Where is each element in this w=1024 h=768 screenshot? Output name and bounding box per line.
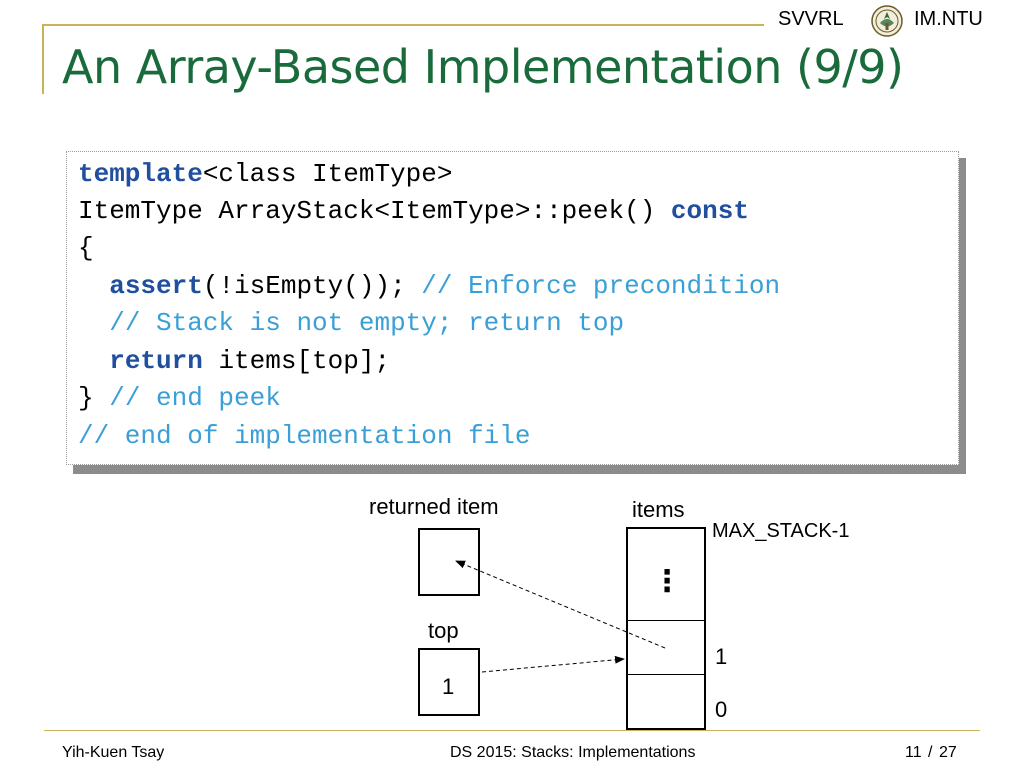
page-title: An Array-Based Implementation (9/9) [62,40,904,94]
code-text: <class ItemType> [202,159,453,189]
max-stack-label: MAX_STACK-1 [712,520,850,542]
code-line-8: // end of implementation file [78,418,530,455]
array-cell-divider-1 [626,620,706,621]
code-comment: // Stack is not empty; return top [109,308,625,338]
code-line-2: ItemType ArrayStack<ItemType>::peek() co… [78,193,749,230]
ellipsis: ⋮ [652,564,682,599]
header-rule-left [42,24,44,94]
code-line-4: assert(!isEmpty()); // Enforce precondit… [78,268,780,305]
code-line-7: } // end peek [78,380,281,417]
code-text: } [78,383,110,413]
code-keyword: return [109,346,203,376]
code-keyword: template [78,159,203,189]
code-text: ItemType ArrayStack<ItemType>::peek() [78,196,671,226]
university-seal-icon [871,5,903,37]
items-array [626,527,706,730]
code-keyword: assert [109,271,203,301]
footer-course: DS 2015: Stacks: Implementations [450,744,696,761]
top-value: 1 [442,674,455,699]
code-comment: // end peek [109,383,281,413]
code-keyword: const [670,196,749,226]
array-cell-divider-0 [626,674,706,675]
footer-author: Yih-Kuen Tsay [62,744,165,761]
code-box [66,151,959,465]
brand-left: SVVRL [778,8,844,30]
brand-right: IM.NTU [914,8,983,30]
returned-item-box [418,528,480,596]
code-text: items[top]; [202,346,391,376]
code-line-5: // Stack is not empty; return top [78,305,624,342]
code-line-1: template<class ItemType> [78,156,452,193]
footer-rule [44,730,980,731]
code-text: (!isEmpty()); [202,271,422,301]
footer-page-total: 27 [939,744,957,761]
index-0-label: 0 [715,697,728,722]
code-line-6: return items[top]; [78,343,390,380]
code-comment: // end of implementation file [78,421,531,451]
code-comment: // Enforce precondition [421,271,781,301]
top-label: top [428,618,459,643]
footer-page-number: 11 [905,744,922,761]
footer-page-separator: / [928,744,933,761]
header-rule-top [44,24,764,26]
arrow-top-to-item [481,655,625,673]
items-label: items [632,497,685,522]
code-line-3: { [78,233,94,263]
top-box [418,648,480,716]
returned-item-label: returned item [369,494,499,519]
index-1-label: 1 [715,644,728,669]
arrow-item-to-returned [455,560,666,649]
